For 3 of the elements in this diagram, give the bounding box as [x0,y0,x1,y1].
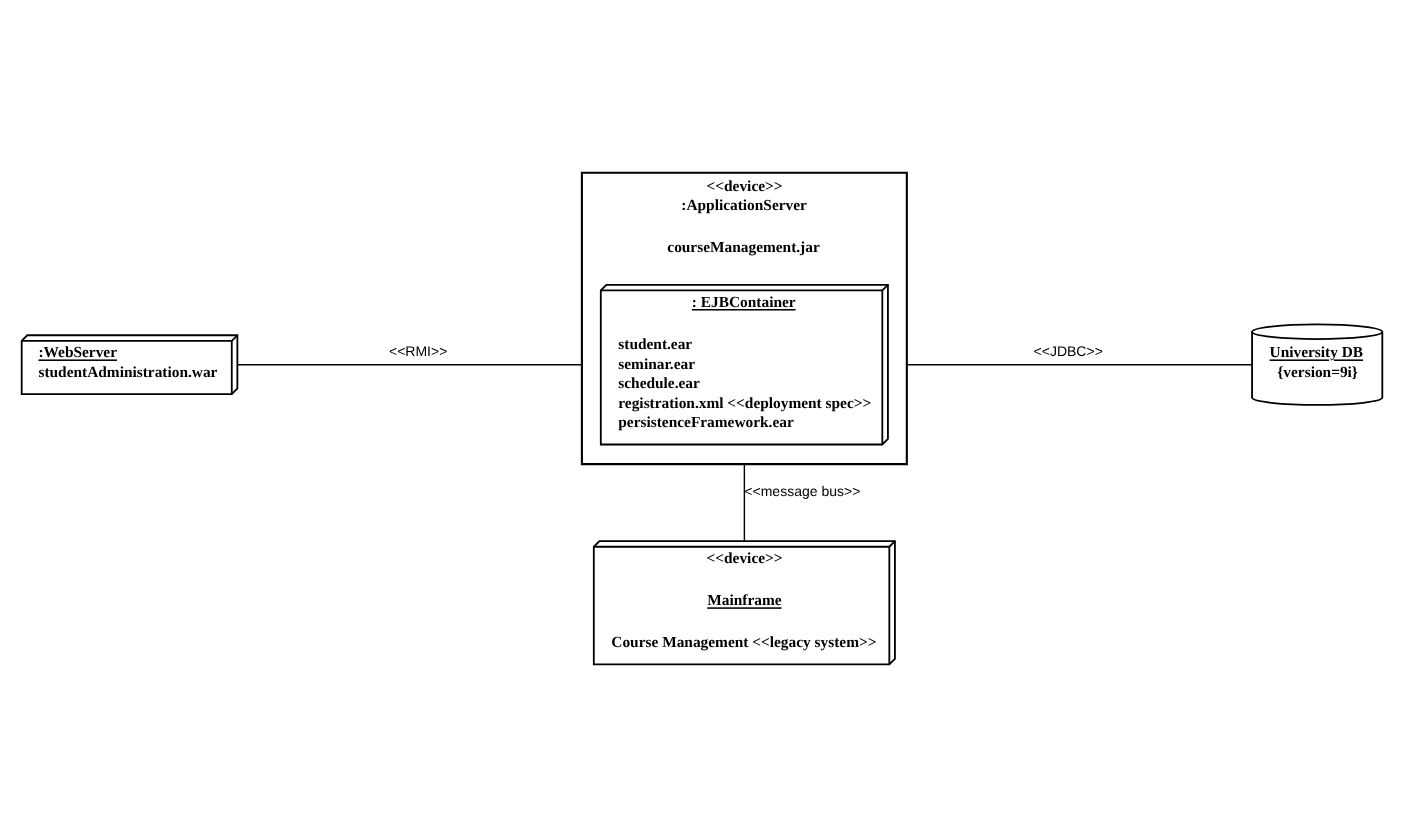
connector [237,363,583,365]
connector [906,363,1253,365]
connector [743,462,746,541]
